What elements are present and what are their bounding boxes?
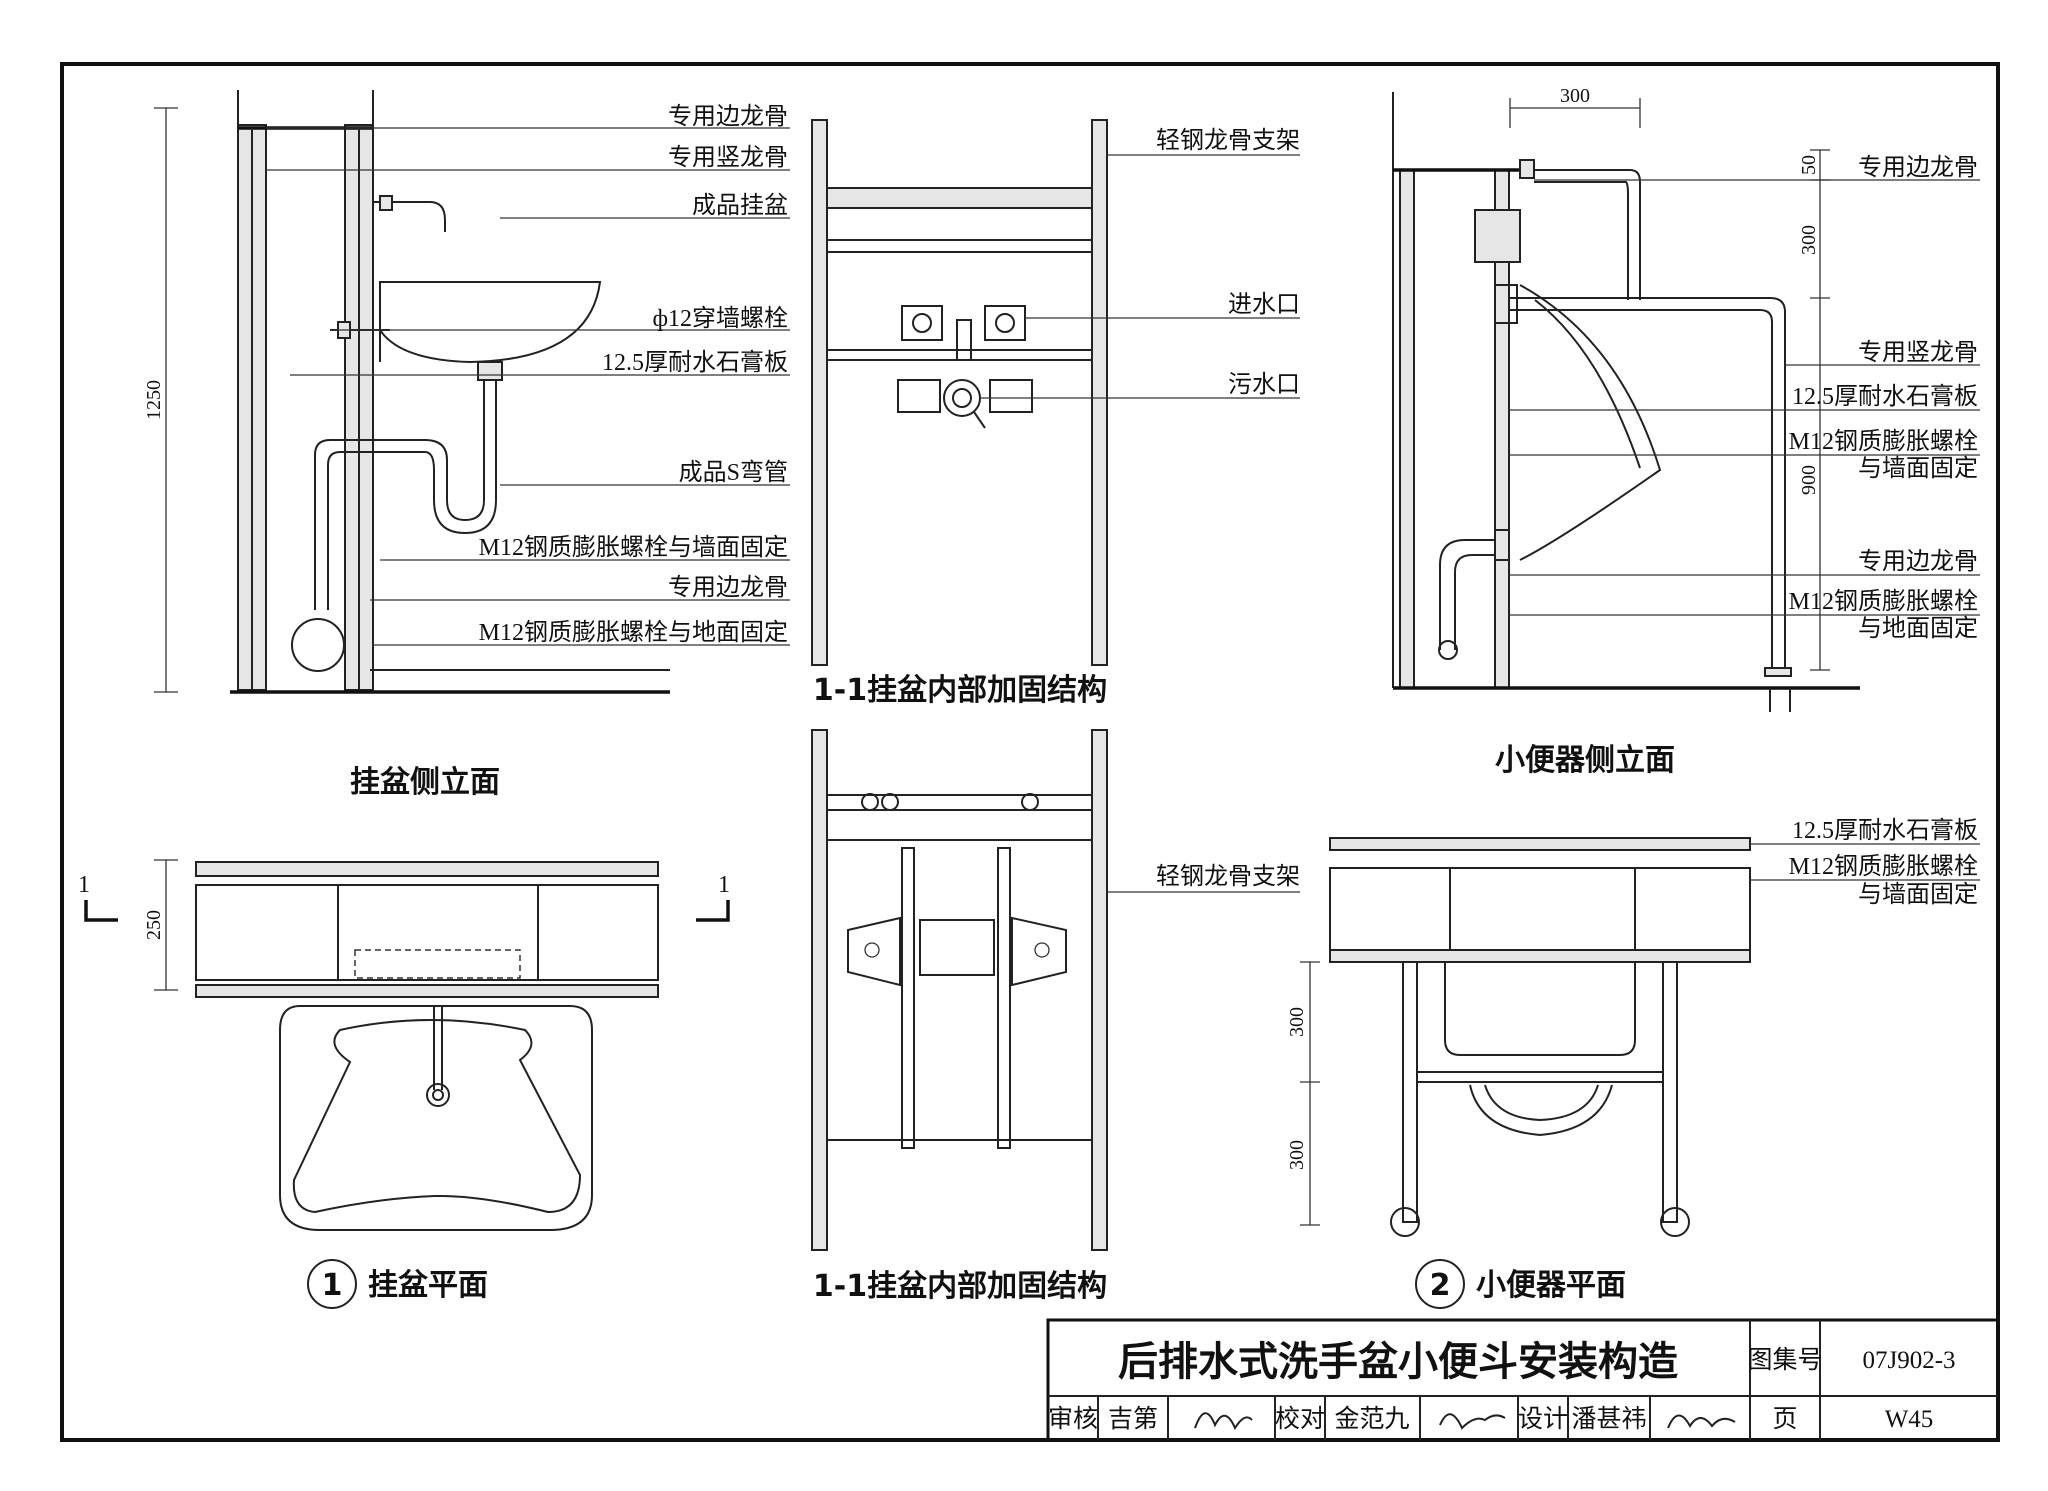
label-s-trap: 成品S弯管 bbox=[679, 459, 788, 486]
label-urinal-floor-fix: 与地面固定 bbox=[1858, 615, 1978, 642]
drawing-title: 后排水式洗手盆小便斗安装构造 bbox=[1118, 1339, 1678, 1385]
check-label: 校对 bbox=[1275, 1405, 1325, 1433]
label-floor-bolt: M12钢质膨胀螺栓与地面固定 bbox=[479, 619, 788, 646]
basin-plan: 1 1 250 1 挂盆平面 bbox=[78, 859, 730, 1309]
label-urinal-plan-gypsum: 12.5厚耐水石膏板 bbox=[1792, 817, 1978, 844]
section-mark-right: 1 bbox=[718, 872, 730, 898]
label-light-steel-frame: 轻钢龙骨支架 bbox=[1156, 127, 1300, 154]
page-label: 页 bbox=[1772, 1406, 1797, 1433]
dim-urinal-top-300: 300 bbox=[1560, 85, 1590, 107]
label-urinal-gypsum-board: 12.5厚耐水石膏板 bbox=[1792, 383, 1978, 410]
label-urinal-bolt: M12钢质膨胀螺栓 bbox=[1789, 428, 1978, 455]
caption-basin-side-elevation: 挂盆侧立面 bbox=[350, 765, 500, 800]
design-label: 设计 bbox=[1518, 1405, 1568, 1433]
basin-frame-upper: 轻钢龙骨支架 进水口 污水口 1-1挂盆内部加固结构 bbox=[811, 119, 1300, 708]
dim-urinal-300: 300 bbox=[1798, 225, 1820, 255]
page-number: W45 bbox=[1885, 1406, 1934, 1433]
dim-urinal-plan-300b: 300 bbox=[1286, 1140, 1308, 1170]
dim-urinal-plan-300a: 300 bbox=[1286, 1007, 1308, 1037]
label-gypsum-board: 12.5厚耐水石膏板 bbox=[602, 349, 788, 376]
label-side-keel-2: 专用边龙骨 bbox=[668, 574, 788, 601]
label-finished-basin: 成品挂盆 bbox=[692, 192, 788, 219]
label-urinal-plan-bolt: M12钢质膨胀螺栓 bbox=[1789, 853, 1978, 880]
label-urinal-vertical-keel: 专用竖龙骨 bbox=[1858, 339, 1978, 366]
label-side-keel-1: 专用边龙骨 bbox=[668, 103, 788, 130]
atlas-label: 图集号 bbox=[1747, 1346, 1822, 1374]
designer-signature bbox=[1667, 1414, 1736, 1429]
urinal-plan-number: 2 bbox=[1430, 1268, 1451, 1303]
basin-side-elevation: 1250 bbox=[143, 90, 790, 800]
label-urinal-side-keel-1: 专用边龙骨 bbox=[1858, 154, 1978, 181]
label-light-steel-frame-2: 轻钢龙骨支架 bbox=[1156, 863, 1300, 890]
caption-basin-plan: 挂盆平面 bbox=[368, 1268, 488, 1303]
caption-urinal-side-elevation: 小便器侧立面 bbox=[1495, 743, 1675, 778]
dim-urinal-900: 900 bbox=[1798, 465, 1820, 495]
label-through-bolt: ф12穿墙螺栓 bbox=[652, 305, 788, 332]
checker-signature bbox=[1439, 1413, 1506, 1430]
caption-urinal-plan: 小便器平面 bbox=[1476, 1268, 1626, 1303]
dim-1250: 1250 bbox=[143, 380, 165, 420]
reviewer-signature bbox=[1194, 1412, 1253, 1431]
atlas-number: 07J902-3 bbox=[1862, 1347, 1955, 1374]
dim-urinal-50: 50 bbox=[1798, 155, 1820, 175]
section-mark-left: 1 bbox=[78, 872, 90, 898]
caption-basin-frame-lower: 1-1挂盆内部加固结构 bbox=[813, 1269, 1107, 1304]
label-urinal-plan-wall-fix: 与墙面固定 bbox=[1858, 881, 1978, 908]
label-urinal-bolt-2: M12钢质膨胀螺栓 bbox=[1789, 588, 1978, 615]
title-block: 后排水式洗手盆小便斗安装构造 图集号 07J902-3 审核 吉第 校对 金范九… bbox=[1046, 1318, 2000, 1442]
label-urinal-wall-fix: 与墙面固定 bbox=[1858, 455, 1978, 482]
basin-plan-number: 1 bbox=[322, 1268, 343, 1303]
label-vertical-keel: 专用竖龙骨 bbox=[668, 144, 788, 171]
urinal-side-elevation: 300 50 300 900 bbox=[1392, 85, 1980, 778]
sheet-border bbox=[60, 62, 2000, 1442]
urinal-plan: 300 300 12.5厚耐水石膏板 M12钢质膨胀螺栓 与墙面固定 2 小便器… bbox=[1286, 817, 1980, 1309]
label-urinal-side-keel-2: 专用边龙骨 bbox=[1858, 548, 1978, 575]
caption-basin-frame-upper: 1-1挂盆内部加固结构 bbox=[813, 673, 1107, 708]
reviewer-name: 吉第 bbox=[1108, 1405, 1158, 1433]
basin-frame-lower: 轻钢龙骨支架 1-1挂盆内部加固结构 bbox=[811, 729, 1300, 1304]
checker-name: 金范九 bbox=[1334, 1405, 1409, 1433]
label-wall-bolt: M12钢质膨胀螺栓与墙面固定 bbox=[479, 534, 788, 561]
dim-250: 250 bbox=[143, 910, 165, 940]
review-label: 审核 bbox=[1048, 1405, 1098, 1433]
label-water-inlet: 进水口 bbox=[1228, 291, 1300, 318]
label-sewage-outlet: 污水口 bbox=[1228, 371, 1300, 398]
designer-name: 潘甚祎 bbox=[1571, 1405, 1646, 1433]
